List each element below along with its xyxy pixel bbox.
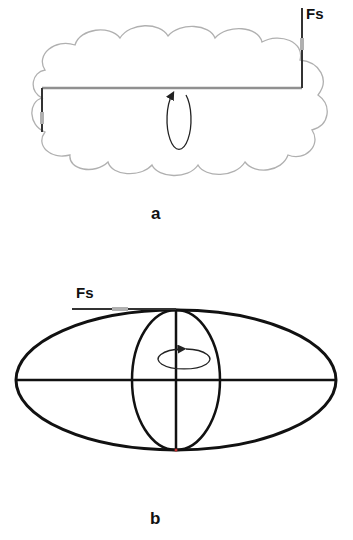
force-line — [41, 88, 43, 132]
force-label: Fs — [76, 285, 94, 300]
axis — [175, 310, 178, 450]
ellipsoid-outline — [16, 310, 336, 450]
force-label: Fs — [306, 6, 324, 21]
rod — [42, 87, 302, 90]
figure-label: a — [151, 205, 160, 222]
point — [175, 449, 178, 452]
force-marker — [112, 307, 128, 311]
force-marker — [300, 38, 304, 50]
force-line — [301, 8, 303, 88]
force-marker — [40, 112, 44, 124]
cloud-outline — [32, 26, 327, 176]
force-line — [72, 308, 176, 310]
axis — [179, 80, 180, 126]
rotation-arrow — [158, 349, 210, 369]
figure-label: b — [150, 510, 160, 527]
rotation-arrow — [167, 95, 191, 149]
